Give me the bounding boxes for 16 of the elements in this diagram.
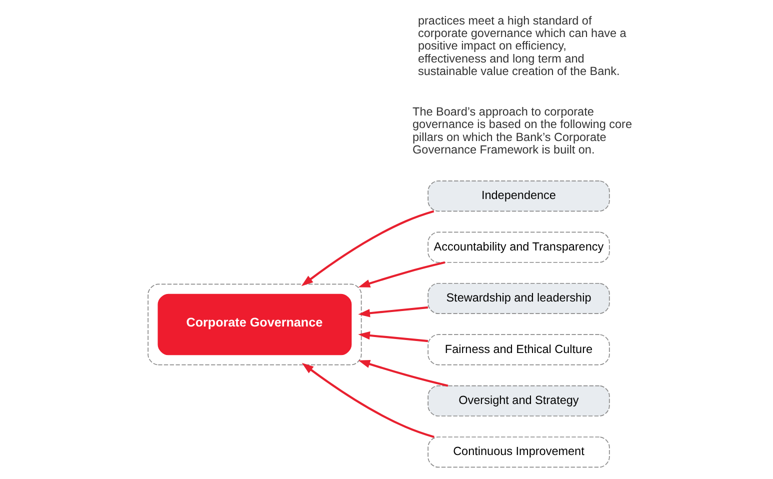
node-box: Independence: [428, 180, 610, 212]
node-box: Continuous Improvement: [428, 436, 610, 468]
arrow: [302, 362, 434, 438]
node-box: Accountability and Transparency: [428, 232, 610, 263]
cluster: [148, 284, 362, 366]
arrow: [358, 331, 428, 342]
label: practices meet a high standard of corporate governance which can have a positive impact on efficiency, effectiveness and long term and sustainable value creation of the Bank.: [418, 14, 626, 78]
arrow: [301, 210, 434, 286]
node-box: Corporate Governance: [158, 294, 352, 356]
node-box: Fairness and Ethical Culture: [428, 334, 610, 366]
node-box: Stewardship and leadership: [428, 282, 610, 314]
arrow: [358, 306, 428, 318]
label: The Board’s approach to corporate governance is based on the following core pillars on which the Bank’s Corporate Governance Framework is built on.: [412, 106, 632, 156]
arrow: [358, 261, 446, 288]
node-box: Oversight and Strategy: [428, 385, 610, 416]
arrow: [358, 360, 448, 387]
